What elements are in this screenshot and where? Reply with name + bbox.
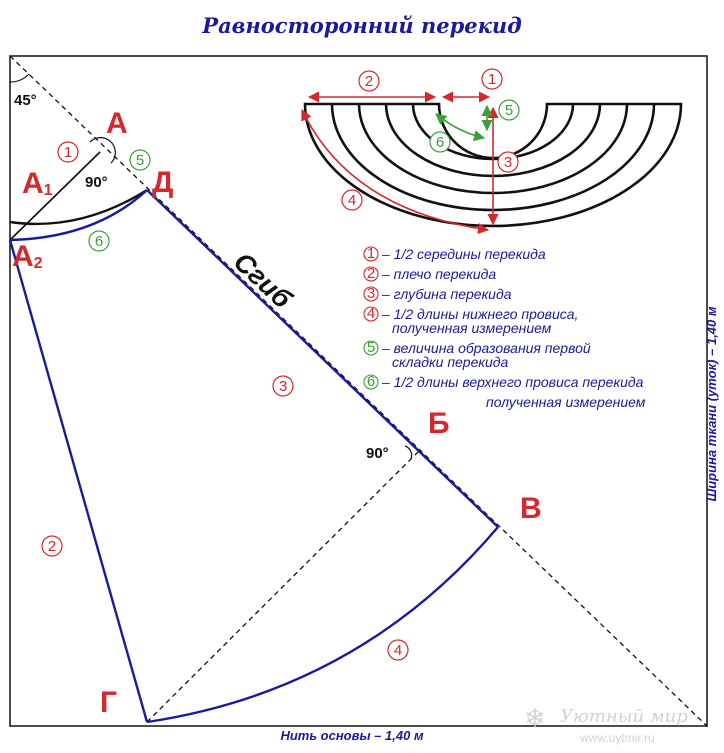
svg-text:– 1/2 длины верхнего провиса п: – 1/2 длины верхнего провиса перекида [381, 374, 644, 390]
svg-text:– величина образования первой: – величина образования первой [381, 340, 591, 356]
point-a1-label: А1 [22, 167, 53, 200]
angle-90-mid-label: 90° [366, 445, 389, 462]
svg-text:5: 5 [136, 152, 144, 169]
callout-5-main: 5 [129, 149, 151, 171]
point-v-label: В [520, 492, 542, 525]
svg-text:4: 4 [367, 305, 375, 322]
callout-3-main: 3 [272, 375, 294, 397]
fabric-frame [9, 55, 708, 727]
callout-2-small: 2 [358, 70, 380, 92]
arrow-upper-drape [435, 113, 486, 142]
snowflake-icon: ❄ [524, 704, 546, 733]
axis-right-label: Ширина ткани (уток) – 1,40 м [704, 306, 719, 501]
angle-45-mark [9, 73, 30, 83]
fold-label: Сгиб [228, 246, 298, 315]
legend-item-6: 6 – 1/2 длины верхнего провиса перекида … [363, 373, 646, 410]
svg-text:5: 5 [505, 102, 513, 119]
point-g-label: Г [100, 686, 117, 719]
watermark-name: Уютный мир [560, 706, 688, 727]
a1-line [9, 151, 101, 241]
legend: 1 – 1/2 середины перекида 2 – плечо пере… [363, 245, 646, 410]
legend-item-5: 5 – величина образования первой складки … [363, 339, 591, 370]
svg-text:2: 2 [365, 73, 373, 90]
svg-text:1: 1 [64, 144, 72, 161]
legend-item-4: 4 – 1/2 длины нижнего провиса, полученна… [363, 305, 578, 336]
callout-4-small: 4 [341, 189, 363, 211]
svg-text:6: 6 [95, 233, 103, 250]
diagram-title: Равносторонний перекид [201, 13, 521, 38]
legend-item-3: 3 – глубина перекида [363, 285, 512, 302]
angle-45-label: 45° [14, 92, 37, 109]
callout-2-main: 2 [41, 535, 63, 557]
callout-3-small: 3 [497, 151, 519, 173]
svg-text:5: 5 [367, 339, 375, 356]
shoulder-line [8, 239, 149, 723]
svg-text:полученная измерением: полученная измерением [486, 394, 646, 410]
svg-text:полученная измерением: полученная измерением [392, 320, 552, 336]
angle-90-mid-mark [404, 445, 413, 460]
legend-item-2: 2 – плечо перекида [363, 265, 496, 282]
svg-text:– 1/2 длины нижнего провиса,: – 1/2 длины нижнего провиса, [381, 306, 578, 322]
callout-1-small: 1 [481, 68, 503, 90]
bottom-arc [146, 526, 499, 724]
svg-text:6: 6 [436, 134, 444, 151]
watermark-url: www.uytmir.ru [579, 731, 655, 745]
svg-text:4: 4 [348, 192, 356, 209]
svg-text:– 1/2 середины перекида: – 1/2 середины перекида [381, 246, 546, 262]
point-a2-label: А2 [12, 240, 43, 273]
svg-text:– глубина перекида: – глубина перекида [381, 286, 512, 302]
watermark: ❄ Уютный мир www.uytmir.ru [524, 704, 688, 745]
svg-text:2: 2 [48, 538, 56, 555]
svg-text:1: 1 [367, 245, 375, 262]
svg-text:2: 2 [367, 265, 375, 282]
svg-text:– плечо перекида: – плечо перекида [381, 266, 496, 282]
callout-1-main: 1 [57, 141, 79, 163]
point-a-label: А [106, 107, 128, 140]
perpendicular-dashed-line [146, 449, 421, 723]
svg-text:3: 3 [504, 154, 512, 171]
svg-text:3: 3 [279, 378, 287, 395]
svg-text:1: 1 [488, 71, 496, 88]
point-b-label: Б [428, 407, 450, 440]
swag-schematic: 2 1 5 6 3 4 [301, 68, 683, 235]
point-d-label: Д [152, 166, 173, 199]
axis-bottom-label: Нить основы – 1,40 м [280, 728, 424, 743]
arrow-lower-drape [301, 108, 490, 235]
svg-text:3: 3 [367, 285, 375, 302]
callout-6-main: 6 [88, 230, 110, 252]
angle-90-top-mark [89, 137, 116, 164]
fold-line [146, 189, 499, 528]
callout-6-small: 6 [429, 131, 451, 153]
callout-5-small: 5 [498, 99, 520, 121]
svg-text:4: 4 [394, 642, 402, 659]
top-arc-blue [9, 189, 148, 242]
angle-90-top-label: 90° [85, 174, 108, 191]
svg-text:складки перекида: складки перекида [392, 354, 509, 370]
diagonal-dashed-line [9, 55, 708, 727]
top-arc-black [9, 188, 148, 226]
svg-text:6: 6 [367, 373, 375, 390]
callout-4-main: 4 [387, 639, 409, 661]
legend-item-1: 1 – 1/2 середины перекида [363, 245, 546, 262]
